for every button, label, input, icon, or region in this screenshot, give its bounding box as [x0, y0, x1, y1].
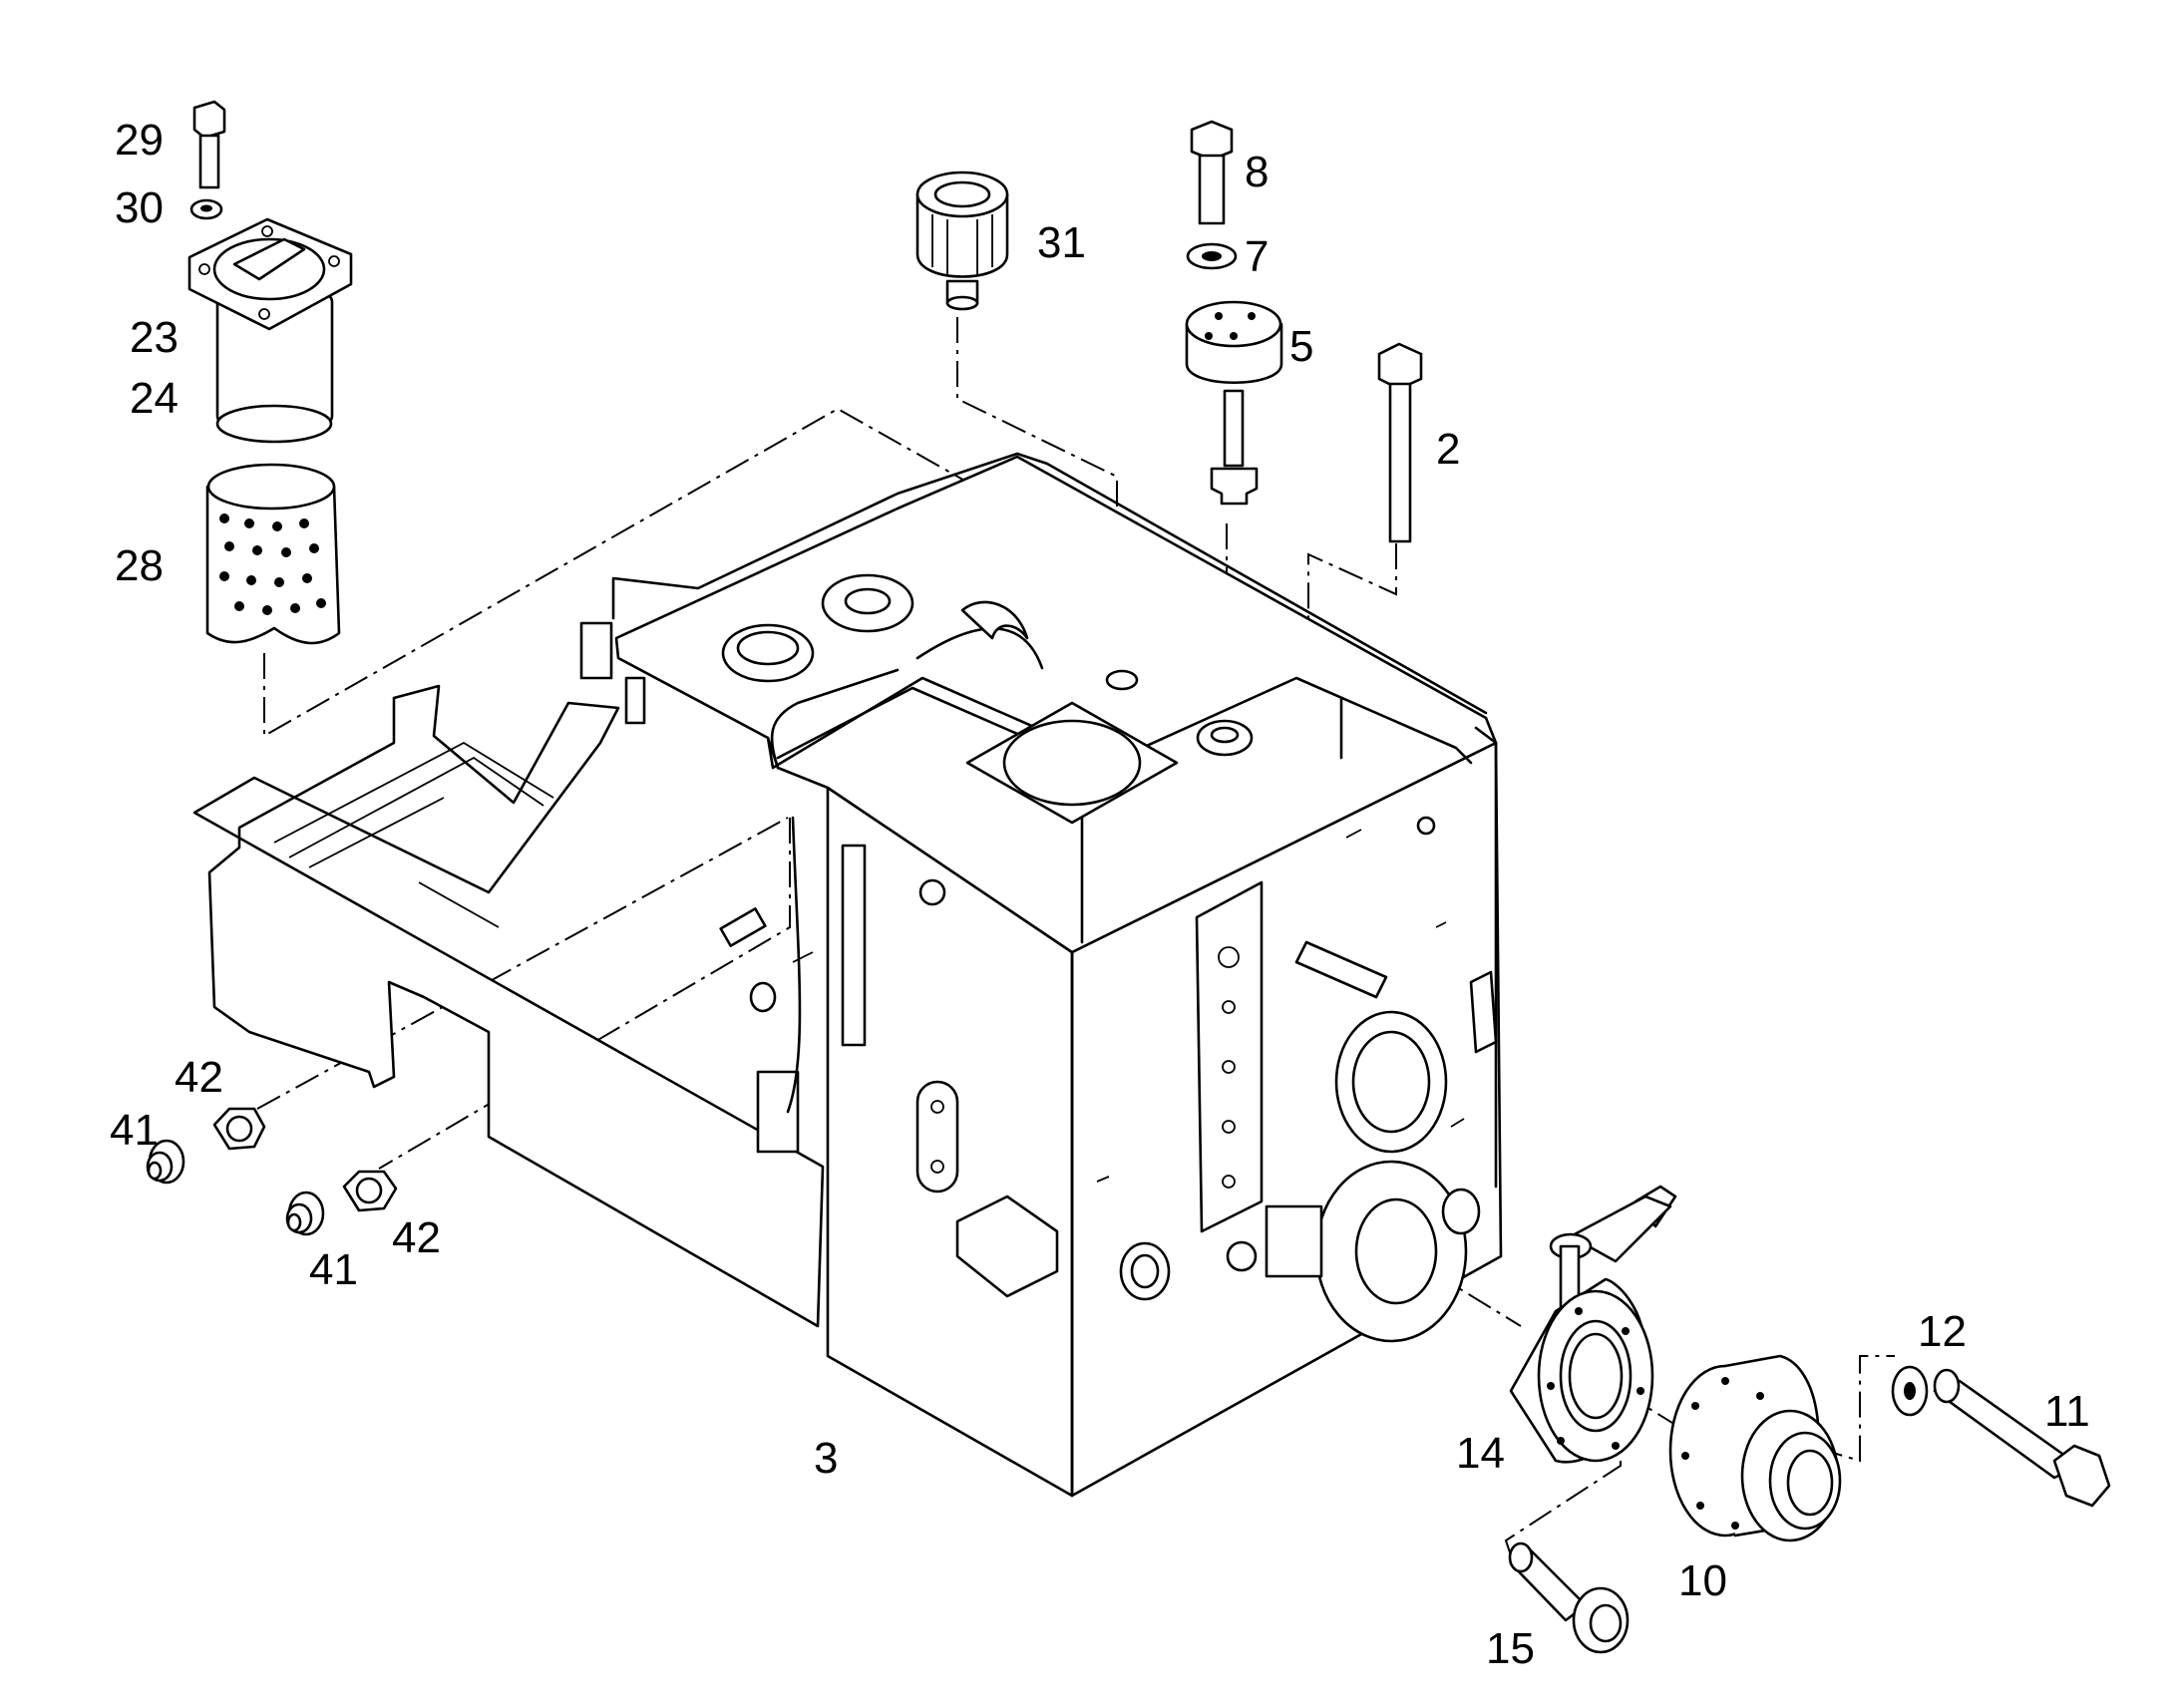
label-11: 11	[2044, 1387, 2090, 1436]
sight-bar	[841, 844, 867, 1047]
slot-plate	[915, 1080, 959, 1194]
boss-block	[955, 1195, 1059, 1298]
label-8: 8	[1245, 148, 1269, 196]
label-10: 10	[1678, 1556, 1727, 1605]
bolt-15	[1508, 1541, 1630, 1654]
breather-assembly	[1185, 120, 1283, 506]
label-41-b: 41	[309, 1245, 358, 1294]
filter-assembly	[187, 100, 353, 645]
valve-14	[1509, 1185, 1677, 1464]
housing-body	[192, 452, 1503, 1498]
label-5: 5	[1289, 322, 1313, 371]
label-42-a: 42	[175, 1053, 223, 1102]
left-bracket	[192, 684, 825, 1328]
label-2: 2	[1436, 425, 1460, 474]
plug-41-a	[146, 1139, 185, 1185]
label-29: 29	[115, 116, 164, 165]
label-28: 28	[115, 541, 164, 590]
label-7: 7	[1245, 232, 1269, 281]
washer-12	[1891, 1365, 1929, 1417]
label-12: 12	[1918, 1307, 1967, 1356]
plug-41-b	[285, 1191, 325, 1236]
label-41-a: 41	[110, 1106, 159, 1155]
bolt-8	[1190, 120, 1234, 162]
strainer-holes	[219, 513, 326, 615]
bolt-11	[1933, 1368, 2111, 1508]
label-31: 31	[1037, 218, 1086, 267]
label-30: 30	[115, 183, 164, 232]
left-block	[756, 1070, 800, 1154]
label-15: 15	[1486, 1624, 1535, 1673]
strainer-28	[205, 485, 341, 645]
left-fittings	[146, 1107, 398, 1236]
label-24: 24	[130, 374, 179, 423]
filler-cap-31	[915, 171, 1009, 311]
adapter-10	[1668, 1354, 1842, 1542]
label-23: 23	[130, 313, 179, 362]
lower-block	[1265, 1204, 1323, 1278]
side-plate	[1195, 880, 1264, 1233]
bolt-2	[1377, 342, 1423, 543]
callout-labels: 29 30 23 24 28 31 8 7 5 2 42 41 41 42 3 …	[110, 116, 2090, 1673]
label-42-b: 42	[392, 1213, 441, 1262]
label-14: 14	[1456, 1429, 1505, 1478]
bolt-29	[192, 100, 226, 140]
small-tab	[1294, 940, 1388, 999]
label-3: 3	[814, 1434, 838, 1483]
